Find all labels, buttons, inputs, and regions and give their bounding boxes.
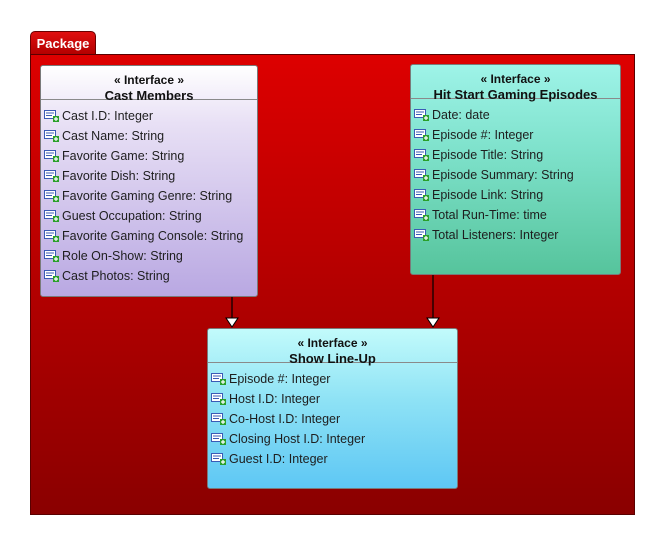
attribute-row[interactable]: Co-Host I.D: Integer <box>211 409 457 429</box>
attribute-row[interactable]: Total Listeners: Integer <box>414 225 620 245</box>
attribute-label: Episode #: Integer <box>229 372 331 386</box>
attribute-label: Episode Title: String <box>432 148 544 162</box>
interface-header: « Interface » Show Line-Up <box>208 329 457 366</box>
attribute-label: Cast Name: String <box>62 129 165 143</box>
interface-stereotype: « Interface » <box>480 72 551 86</box>
attribute-row[interactable]: Guest Occupation: String <box>44 206 257 226</box>
arrowhead-icon <box>225 317 239 328</box>
attribute-label: Closing Host I.D: Integer <box>229 432 366 446</box>
attribute-label: Host I.D: Integer <box>229 392 321 406</box>
attribute-plus-icon <box>414 129 429 141</box>
interface-show-line-up[interactable]: « Interface » Show Line-Up Episode #: In… <box>207 328 458 489</box>
attribute-row[interactable]: Favorite Gaming Genre: String <box>44 186 257 206</box>
attribute-plus-icon <box>44 110 59 122</box>
attribute-plus-icon <box>44 230 59 242</box>
attribute-row[interactable]: Role On-Show: String <box>44 246 257 266</box>
attribute-row[interactable]: Cast I.D: Integer <box>44 106 257 126</box>
attribute-row[interactable]: Date: date <box>414 105 620 125</box>
attribute-plus-icon <box>44 150 59 162</box>
attribute-label: Cast I.D: Integer <box>62 109 154 123</box>
attribute-row[interactable]: Guest I.D: Integer <box>211 449 457 469</box>
attribute-plus-icon <box>44 250 59 262</box>
attribute-label: Favorite Dish: String <box>62 169 176 183</box>
interface-name: Hit Start Gaming Episodes <box>433 87 598 102</box>
attribute-label: Cast Photos: String <box>62 269 170 283</box>
attribute-row[interactable]: Episode #: Integer <box>211 369 457 389</box>
connector-hit-to-lineup[interactable] <box>426 275 440 328</box>
attribute-row[interactable]: Cast Name: String <box>44 126 257 146</box>
attribute-plus-icon <box>211 413 226 425</box>
attribute-plus-icon <box>44 210 59 222</box>
attribute-label: Favorite Gaming Genre: String <box>62 189 233 203</box>
interface-cast-members[interactable]: « Interface » Cast Members Cast I.D: Int… <box>40 65 258 297</box>
attribute-row[interactable]: Episode #: Integer <box>414 125 620 145</box>
attribute-plus-icon <box>414 109 429 121</box>
attribute-label: Date: date <box>432 108 490 122</box>
attribute-plus-icon <box>414 209 429 221</box>
attribute-row[interactable]: Episode Link: String <box>414 185 620 205</box>
connector-cast-to-lineup[interactable] <box>225 297 239 328</box>
attribute-label: Co-Host I.D: Integer <box>229 412 341 426</box>
attribute-label: Role On-Show: String <box>62 249 183 263</box>
attribute-row[interactable]: Host I.D: Integer <box>211 389 457 409</box>
attribute-plus-icon <box>414 169 429 181</box>
attribute-plus-icon <box>44 190 59 202</box>
arrowhead-icon <box>426 317 440 328</box>
attribute-label: Favorite Gaming Console: String <box>62 229 244 243</box>
attribute-row[interactable]: Episode Summary: String <box>414 165 620 185</box>
attribute-row[interactable]: Favorite Gaming Console: String <box>44 226 257 246</box>
attribute-plus-icon <box>211 393 226 405</box>
attribute-plus-icon <box>414 149 429 161</box>
attribute-plus-icon <box>211 373 226 385</box>
interface-name: Show Line-Up <box>289 351 376 366</box>
interface-header: « Interface » Hit Start Gaming Episodes <box>411 65 620 102</box>
attribute-label: Total Listeners: Integer <box>432 228 559 242</box>
interface-hit-start-gaming-episodes[interactable]: « Interface » Hit Start Gaming Episodes … <box>410 64 621 275</box>
attribute-row[interactable]: Favorite Game: String <box>44 146 257 166</box>
attribute-row[interactable]: Total Run-Time: time <box>414 205 620 225</box>
attribute-label: Episode Link: String <box>432 188 544 202</box>
interface-stereotype: « Interface » <box>113 73 185 87</box>
package-tab[interactable]: Package <box>30 31 96 54</box>
attribute-plus-icon <box>414 229 429 241</box>
interface-stereotype: « Interface » <box>297 336 368 350</box>
attribute-label: Guest I.D: Integer <box>229 452 328 466</box>
attribute-plus-icon <box>211 453 226 465</box>
attribute-row[interactable]: Closing Host I.D: Integer <box>211 429 457 449</box>
attribute-plus-icon <box>44 270 59 282</box>
attribute-label: Episode #: Integer <box>432 128 534 142</box>
interface-name: Cast Members <box>104 88 194 103</box>
interface-header: « Interface » Cast Members <box>41 66 257 103</box>
attribute-label: Favorite Game: String <box>62 149 185 163</box>
attribute-plus-icon <box>44 130 59 142</box>
attribute-label: Guest Occupation: String <box>62 209 202 223</box>
attribute-label: Total Run-Time: time <box>432 208 547 222</box>
attribute-plus-icon <box>44 170 59 182</box>
attribute-label: Episode Summary: String <box>432 168 574 182</box>
attribute-row[interactable]: Cast Photos: String <box>44 266 257 286</box>
attribute-plus-icon <box>211 433 226 445</box>
attribute-row[interactable]: Favorite Dish: String <box>44 166 257 186</box>
attribute-plus-icon <box>414 189 429 201</box>
attribute-row[interactable]: Episode Title: String <box>414 145 620 165</box>
